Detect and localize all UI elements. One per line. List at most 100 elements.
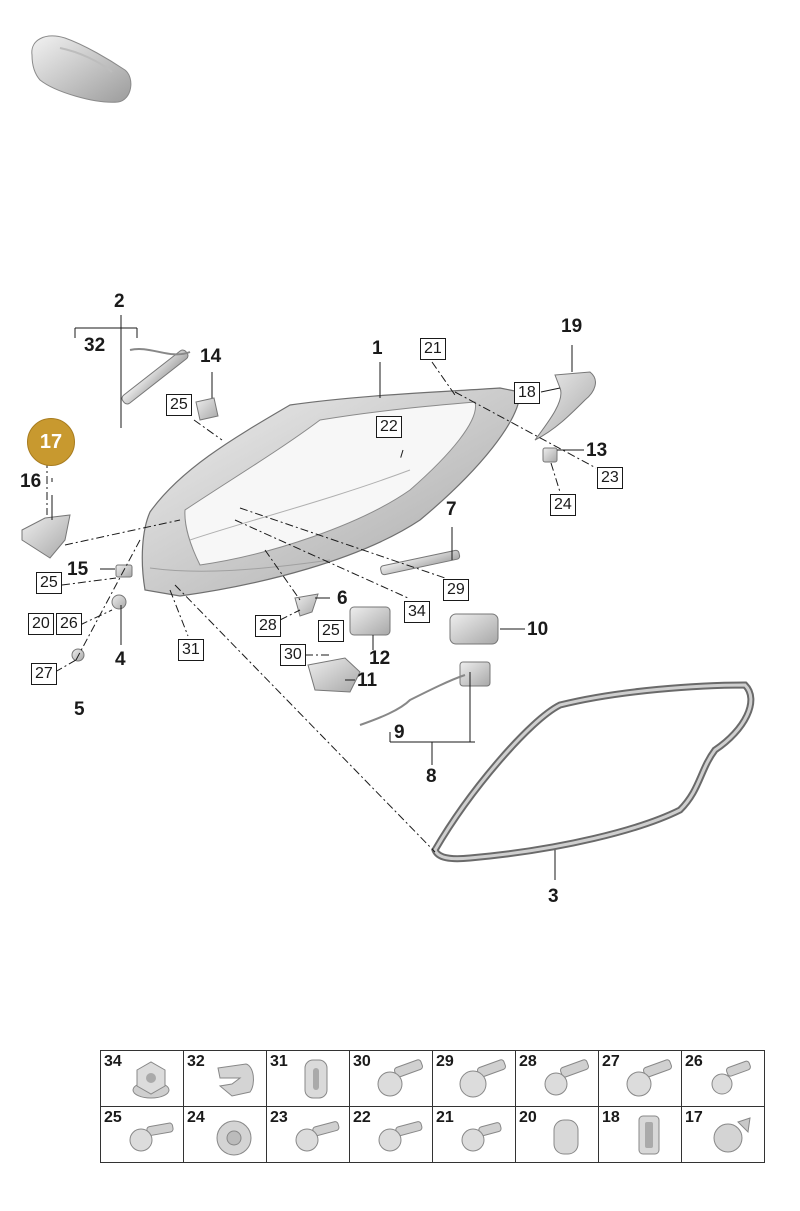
vehicle-thumbnail xyxy=(31,35,132,103)
bracket-6 xyxy=(294,593,319,617)
part-number: 22 xyxy=(353,1109,371,1126)
ref-box-28: 28 xyxy=(255,615,281,637)
part-number: 28 xyxy=(519,1053,537,1070)
bolt-icon xyxy=(295,1121,340,1152)
part-number: 32 xyxy=(187,1053,205,1070)
bolt-4 xyxy=(111,594,127,610)
ref-box-29: 29 xyxy=(443,579,469,601)
part-number: 29 xyxy=(436,1053,454,1070)
bracket-14 xyxy=(195,397,219,421)
plug-icon xyxy=(553,1119,579,1155)
ref-box-24: 24 xyxy=(550,494,576,516)
part-number: 30 xyxy=(353,1053,371,1070)
trim-19 xyxy=(534,371,596,441)
part-cell: 28 xyxy=(515,1050,599,1107)
callout-7: 7 xyxy=(446,499,457,520)
ref-box-25-left: 25 xyxy=(36,572,62,594)
ref-box-34: 34 xyxy=(404,601,430,623)
part-number: 31 xyxy=(270,1053,288,1070)
part-number: 27 xyxy=(602,1053,620,1070)
ref-box-30: 30 xyxy=(280,644,306,666)
ref-box-31: 31 xyxy=(178,639,204,661)
bolt-icon xyxy=(129,1122,174,1152)
part-cell: 20 xyxy=(515,1106,599,1163)
part-cell: 25 xyxy=(100,1106,184,1163)
ref-box-23: 23 xyxy=(597,467,623,489)
bolt-icon xyxy=(378,1121,423,1152)
ref-box-25-top: 25 xyxy=(166,394,192,416)
bolt-icon xyxy=(459,1059,507,1098)
part-cell: 31 xyxy=(266,1050,350,1107)
part-number: 25 xyxy=(104,1109,122,1126)
part-cell: 27 xyxy=(598,1050,682,1107)
tailgate-seal xyxy=(431,681,755,863)
table-row: 25 24 23 22 21 20 18 17 xyxy=(100,1106,765,1163)
screw-icon xyxy=(461,1122,502,1152)
part-cell: 29 xyxy=(432,1050,516,1107)
lock-8 xyxy=(459,661,491,687)
ref-box-22: 22 xyxy=(376,416,402,438)
callout-6: 6 xyxy=(337,588,348,609)
part-cell: 18 xyxy=(598,1106,682,1163)
part-number: 18 xyxy=(602,1109,620,1126)
part-number: 23 xyxy=(270,1109,288,1126)
module-10 xyxy=(449,613,499,645)
module-12 xyxy=(349,606,391,636)
part-number: 26 xyxy=(685,1053,703,1070)
ref-box-21: 21 xyxy=(420,338,446,360)
cable-9 xyxy=(359,674,466,726)
part-cell: 30 xyxy=(349,1050,433,1107)
part-cell: 23 xyxy=(266,1106,350,1163)
part-cell: 24 xyxy=(183,1106,267,1163)
ref-box-20: 20 xyxy=(28,613,54,635)
latch-13 xyxy=(542,447,558,463)
lock-11 xyxy=(307,657,361,693)
callout-13: 13 xyxy=(586,440,608,461)
callout-3: 3 xyxy=(548,886,559,907)
part-cell: 26 xyxy=(681,1050,765,1107)
part-cell: 21 xyxy=(432,1106,516,1163)
clip-icon xyxy=(638,1115,660,1155)
ref-box-27: 27 xyxy=(31,663,57,685)
leader-lines xyxy=(51,315,584,880)
bolt-5 xyxy=(71,648,85,662)
bolt-icon xyxy=(377,1059,424,1097)
washer-nut-icon xyxy=(216,1120,252,1156)
bolt-icon xyxy=(544,1059,590,1096)
bolt-icon xyxy=(626,1059,673,1097)
callout-19: 19 xyxy=(561,316,583,337)
table-row: 34 32 31 30 29 28 27 26 xyxy=(100,1050,765,1107)
part-cell: 32 xyxy=(183,1050,267,1107)
callout-32: 32 xyxy=(84,335,106,356)
callout-1: 1 xyxy=(372,338,383,359)
part-number: 24 xyxy=(187,1109,205,1126)
bolt-icon xyxy=(711,1060,751,1095)
part-cell: 34 xyxy=(100,1050,184,1107)
push-clip-icon xyxy=(713,1117,751,1153)
dash-dot-lines xyxy=(46,361,597,853)
part-cell: 17 xyxy=(681,1106,765,1163)
callout-15: 15 xyxy=(67,559,89,580)
gas-strut xyxy=(121,348,191,405)
callout-9: 9 xyxy=(394,722,405,743)
callout-11: 11 xyxy=(357,670,378,691)
tailgate-frame xyxy=(141,387,521,597)
part-number: 20 xyxy=(519,1109,537,1126)
callout-16: 16 xyxy=(20,471,42,492)
callout-5: 5 xyxy=(74,699,85,720)
part-number: 34 xyxy=(104,1053,122,1070)
highlight-callout-17: 17 xyxy=(27,418,75,466)
part-cell: 22 xyxy=(349,1106,433,1163)
clamp-icon xyxy=(217,1063,254,1097)
callout-8: 8 xyxy=(426,766,437,787)
part-number: 17 xyxy=(685,1109,703,1126)
callout-2: 2 xyxy=(114,291,125,312)
nut-icon xyxy=(132,1061,170,1099)
callout-4: 4 xyxy=(115,649,126,670)
ref-box-25-mid: 25 xyxy=(318,620,344,642)
ref-box-18: 18 xyxy=(514,382,540,404)
cover-16 xyxy=(21,514,71,559)
callout-14: 14 xyxy=(200,346,222,367)
grommet-icon xyxy=(304,1059,328,1099)
